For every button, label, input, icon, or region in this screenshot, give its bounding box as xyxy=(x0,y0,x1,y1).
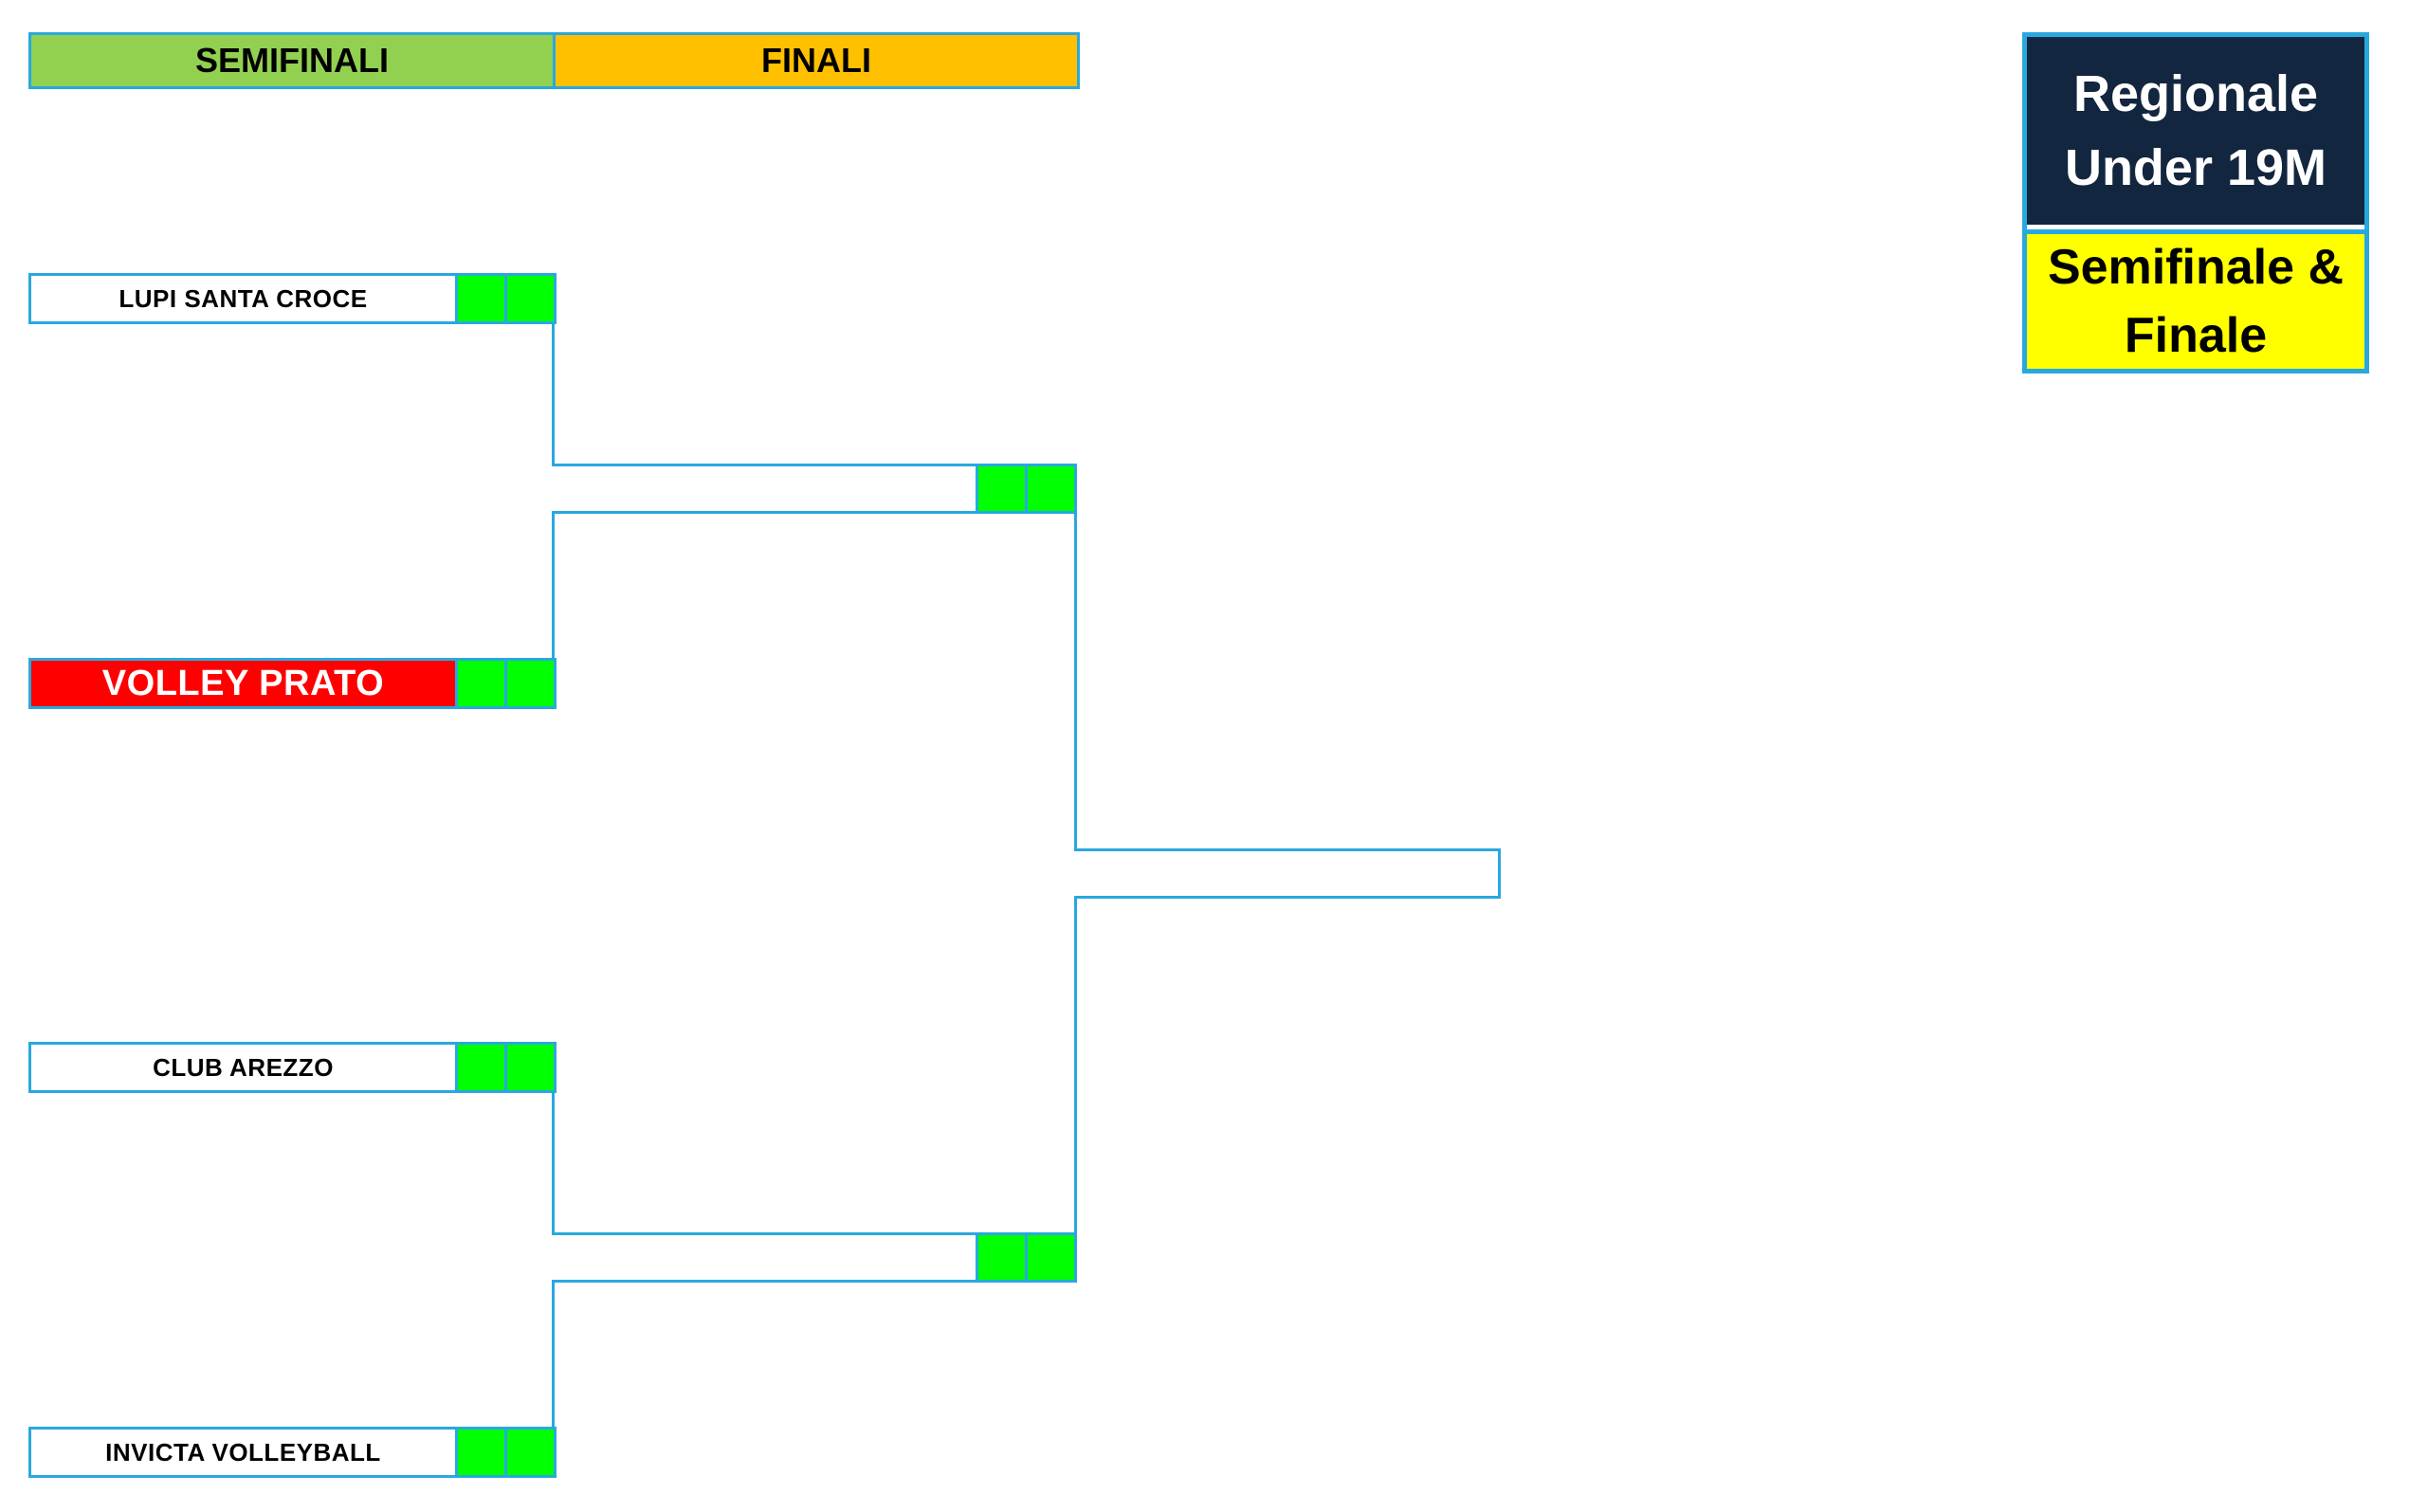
semifinali-header-label: SEMIFINALI xyxy=(195,41,389,80)
team-box-volley-prato[interactable]: VOLLEY PRATO xyxy=(28,658,458,709)
final-score-cell[interactable] xyxy=(1025,1232,1077,1283)
team-box-lupi-santa-croce[interactable]: LUPI SANTA CROCE xyxy=(28,273,458,324)
team-box-invicta-volleyball[interactable]: INVICTA VOLLEYBALL xyxy=(28,1427,458,1478)
final-score-cell[interactable] xyxy=(976,464,1028,514)
score-cell[interactable] xyxy=(455,1427,507,1478)
score-cell[interactable] xyxy=(455,1042,507,1093)
bracket-connector xyxy=(1074,896,1077,1232)
bracket-connector xyxy=(552,511,555,658)
team-name: INVICTA VOLLEYBALL xyxy=(105,1437,381,1466)
team-name: LUPI SANTA CROCE xyxy=(119,283,368,313)
final-score-cell[interactable] xyxy=(1025,464,1077,514)
final-score-cell[interactable] xyxy=(976,1232,1028,1283)
team-name: CLUB AREZZO xyxy=(153,1052,334,1082)
bracket-connector xyxy=(1074,848,1501,851)
score-cell[interactable] xyxy=(504,658,557,709)
bracket-connector xyxy=(552,324,555,466)
tournament-title-bottom: Semifinale & Finale xyxy=(2027,229,2364,369)
title-line-3: Semifinale & xyxy=(2047,240,2345,295)
bracket-connector xyxy=(552,511,978,514)
title-line-1: Regionale xyxy=(2072,65,2319,122)
bracket-connector xyxy=(552,1093,555,1235)
score-cell[interactable] xyxy=(504,273,557,324)
bracket-connector xyxy=(1074,514,1077,851)
bracket-connector xyxy=(552,1280,555,1427)
tournament-title-top: Regionale Under 19M xyxy=(2027,37,2364,225)
bracket-connector xyxy=(1074,896,1501,899)
semifinali-header: SEMIFINALI xyxy=(28,32,556,89)
score-cell[interactable] xyxy=(455,658,507,709)
bracket-connector xyxy=(552,1280,978,1283)
title-line-2: Under 19M xyxy=(2064,139,2327,196)
score-cell[interactable] xyxy=(504,1042,557,1093)
finali-header-label: FINALI xyxy=(761,41,871,80)
bracket-connector xyxy=(552,1232,978,1235)
score-cell[interactable] xyxy=(504,1427,557,1478)
score-cell[interactable] xyxy=(455,273,507,324)
team-name: VOLLEY PRATO xyxy=(101,663,385,703)
bracket-connector xyxy=(552,464,978,466)
tournament-title-box: Regionale Under 19M Semifinale & Finale xyxy=(2022,32,2369,373)
title-line-4: Finale xyxy=(2124,308,2268,363)
bracket-connector xyxy=(1498,848,1501,899)
team-box-club-arezzo[interactable]: CLUB AREZZO xyxy=(28,1042,458,1093)
finali-header: FINALI xyxy=(553,32,1080,89)
